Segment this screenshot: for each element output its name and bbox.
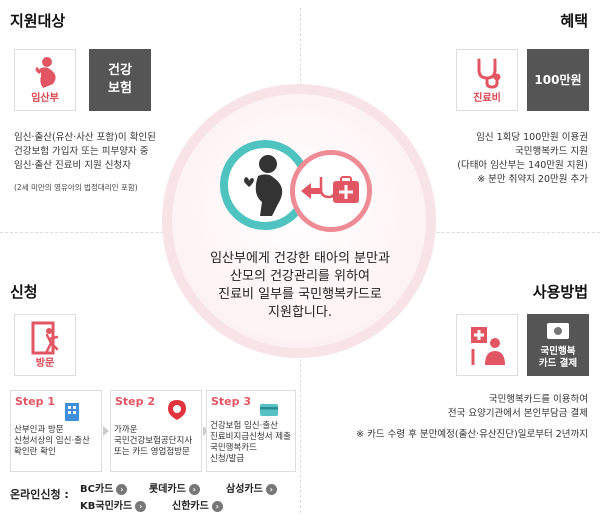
chevron-right-icon: › bbox=[135, 501, 147, 512]
step-1-body: 산부인과 방문 신청서상의 임신·출산 확인란 확인 bbox=[14, 425, 90, 457]
doctor-patient-icon bbox=[471, 327, 505, 365]
target-desc-line: 임신·출산 진료비 지원 신청자 bbox=[14, 160, 131, 171]
usage-desc-line: 전국 요양기관에서 본인부담금 결제 bbox=[447, 408, 588, 419]
stethoscope-box: 진료비 bbox=[456, 49, 518, 111]
target-heading: 지원대상 bbox=[10, 12, 66, 30]
pregnant-woman-icon bbox=[35, 57, 56, 88]
card-link-kb[interactable]: KB국민카드› bbox=[80, 497, 147, 512]
visit-box: 방문 bbox=[14, 314, 76, 376]
heart-icon bbox=[244, 177, 254, 187]
step-arrow-icon bbox=[103, 426, 109, 436]
stethoscope-label: 진료비 bbox=[473, 93, 501, 104]
center-line: 진료비 일부를 국민행복카드로 bbox=[218, 287, 382, 302]
chevron-right-icon: › bbox=[265, 484, 277, 495]
center-circle bbox=[162, 84, 436, 358]
building-icon bbox=[65, 403, 79, 421]
card-link-label: KB국민카드 bbox=[80, 501, 133, 512]
card-link-shinhan[interactable]: 신한카드› bbox=[172, 497, 223, 512]
center-line: 임산부에게 건강한 태아의 분만과 bbox=[210, 251, 390, 266]
usage-desc-line: 국민행복카드를 이용하여 bbox=[488, 394, 588, 405]
target-desc-line: 임신·출산(유산·사산 포함)이 확인된 bbox=[14, 132, 156, 143]
center-line: 지원합니다. bbox=[268, 305, 332, 320]
stethoscope-kit-icon bbox=[301, 176, 359, 203]
happy-card-label: 국민행복 카드 결제 bbox=[538, 346, 578, 369]
location-pin-icon bbox=[168, 400, 186, 420]
card-link-label: 삼성카드 bbox=[226, 484, 263, 495]
target-description: 임신·출산(유산·사산 포함)이 확인된 건강보험 가입자 또는 피부양자 중 … bbox=[14, 131, 156, 173]
pregnant-woman-label: 임산부 bbox=[31, 93, 59, 104]
online-apply-label: 온라인신청 : bbox=[10, 488, 69, 501]
card-link-label: 신한카드 bbox=[172, 501, 209, 512]
benefit-desc-line: ※ 분만 취약지 20만원 추가 bbox=[477, 174, 588, 185]
happy-card-box: 국민행복 카드 결제 bbox=[527, 314, 589, 376]
card-icon bbox=[260, 404, 278, 416]
usage-heading: 사용방법 bbox=[532, 283, 588, 301]
step-3-box: Step 3 건강보험 임신·출산 진료비지급신청서 제출 국민행복카드 신청/… bbox=[206, 390, 296, 472]
door-exit-icon bbox=[31, 321, 59, 355]
card-link-label: BC카드 bbox=[80, 484, 114, 495]
center-line: 산모의 건강관리를 위하여 bbox=[230, 269, 370, 284]
center-message: 임산부에게 건강한 태아의 분만과 산모의 건강관리를 위하여 진료비 일부를 … bbox=[190, 250, 410, 322]
benefit-desc-line: (다태아 임산부는 140만원 지원) bbox=[457, 160, 588, 171]
amount-text: 100만원 bbox=[534, 73, 582, 87]
pregnant-mother-icon bbox=[244, 155, 283, 216]
visit-label: 방문 bbox=[35, 358, 55, 369]
card-link-lotte[interactable]: 롯데카드› bbox=[149, 480, 200, 495]
benefit-heading: 혜택 bbox=[560, 12, 588, 30]
card-link-label: 롯데카드 bbox=[149, 484, 186, 495]
target-desc-line: 건강보험 가입자 또는 피부양자 중 bbox=[14, 146, 149, 157]
step-2-box: Step 2 가까운 국민건강보험공단지사 또는 카드 영업점방문 bbox=[110, 390, 202, 472]
amount-box: 100만원 bbox=[527, 49, 589, 111]
chevron-right-icon: › bbox=[188, 484, 200, 495]
chevron-right-icon: › bbox=[211, 501, 223, 512]
insurance-line-1: 건강 bbox=[108, 63, 132, 78]
benefit-desc-line: 국민행복카드 지원 bbox=[515, 146, 588, 157]
stethoscope-icon bbox=[477, 58, 501, 89]
pregnant-woman-box: 임산부 bbox=[14, 49, 76, 111]
benefit-description: 임신 1회당 100만원 이용권 국민행복카드 지원 (다태아 임산부는 140… bbox=[457, 131, 588, 187]
insurance-line-2: 보험 bbox=[108, 81, 132, 96]
usage-description: 국민행복카드를 이용하여 전국 요양기관에서 본인부담금 결제 bbox=[448, 393, 588, 421]
apply-heading: 신청 bbox=[10, 283, 38, 301]
chevron-right-icon: › bbox=[116, 484, 128, 495]
benefit-desc-line: 임신 1회당 100만원 이용권 bbox=[476, 132, 588, 143]
card-link-bc[interactable]: BC카드› bbox=[80, 480, 128, 495]
step-2-body: 가까운 국민건강보험공단지사 또는 카드 영업점방문 bbox=[114, 425, 193, 457]
hospital-box bbox=[456, 314, 518, 376]
step-3-title: Step 3 bbox=[211, 395, 251, 408]
step-3-body: 건강보험 임신·출산 진료비지급신청서 제출 국민행복카드 신청/발급 bbox=[210, 421, 291, 464]
step-2-title: Step 2 bbox=[115, 395, 155, 408]
medical-kit-circle bbox=[290, 150, 372, 232]
card-icon bbox=[547, 323, 569, 339]
usage-note: ※ 카드 수령 후 분만예정(출산·유산진단)일로부터 2년까지 bbox=[356, 429, 588, 440]
step-1-box: Step 1 산부인과 방문 신청서상의 임신·출산 확인란 확인 bbox=[10, 390, 102, 472]
step-1-title: Step 1 bbox=[15, 395, 55, 408]
card-link-samsung[interactable]: 삼성카드› bbox=[226, 480, 277, 495]
target-note: (2세 미만의 영유아의 법정대리인 포함) bbox=[14, 183, 138, 192]
